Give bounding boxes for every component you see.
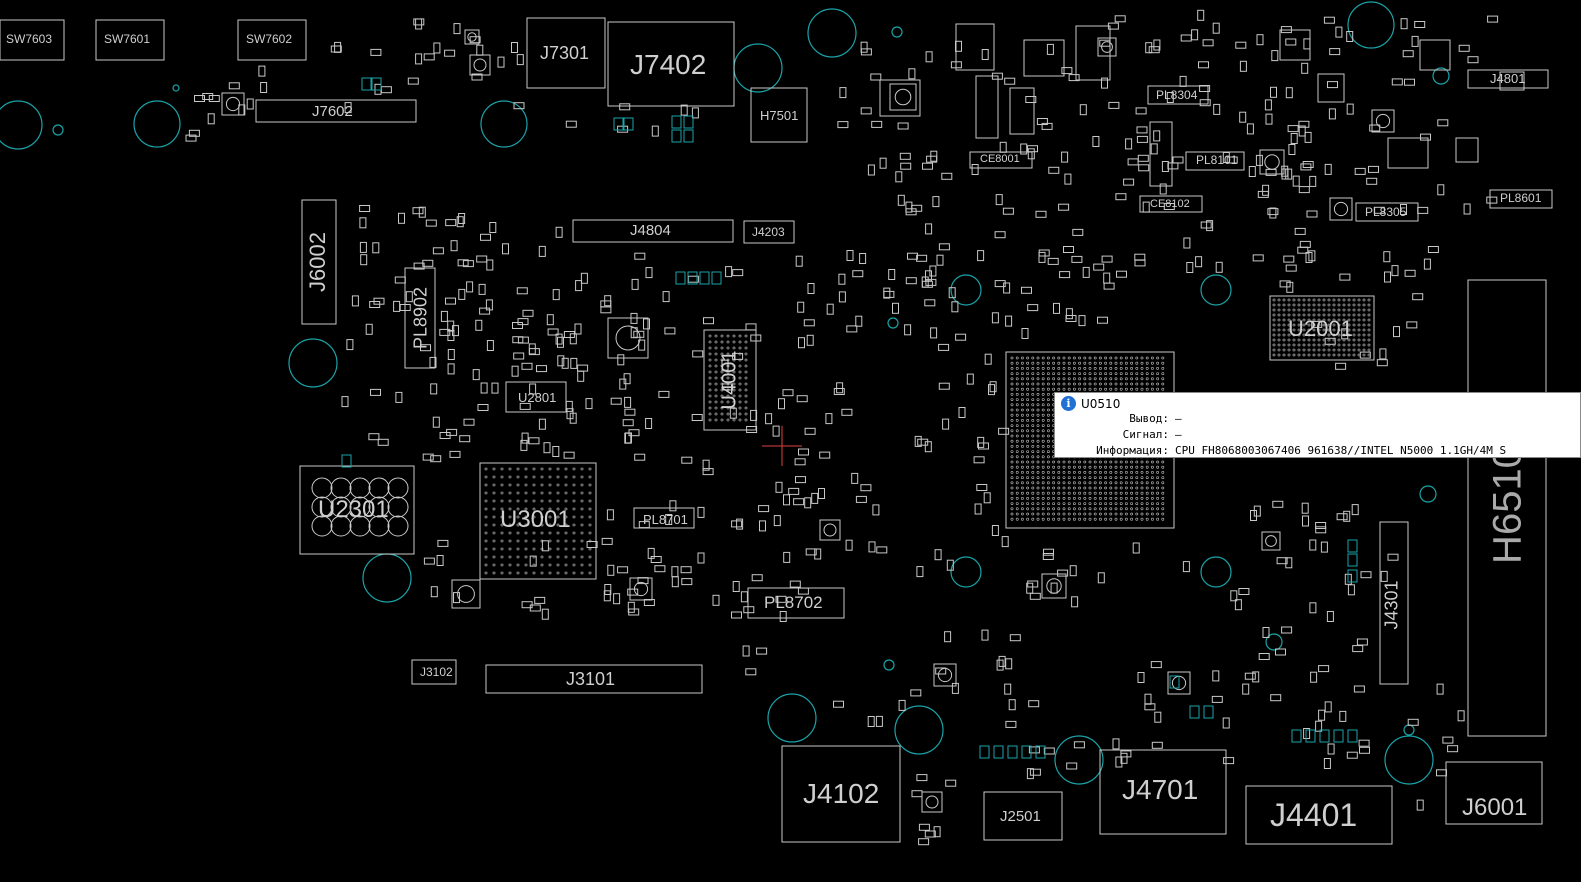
tooltip-row-info: Информация:CPU FH8068003067406 961638//I… bbox=[1096, 444, 1507, 457]
tooltip-title: U0510 bbox=[1081, 396, 1121, 411]
info-icon: i bbox=[1061, 396, 1076, 411]
tooltip-row-pin: Вывод:— bbox=[1129, 412, 1182, 425]
tooltip-row-signal: Сигнал:— bbox=[1122, 428, 1182, 441]
component-tooltip: i U0510 Вывод:— Сигнал:— Информация:CPU … bbox=[1054, 392, 1581, 458]
